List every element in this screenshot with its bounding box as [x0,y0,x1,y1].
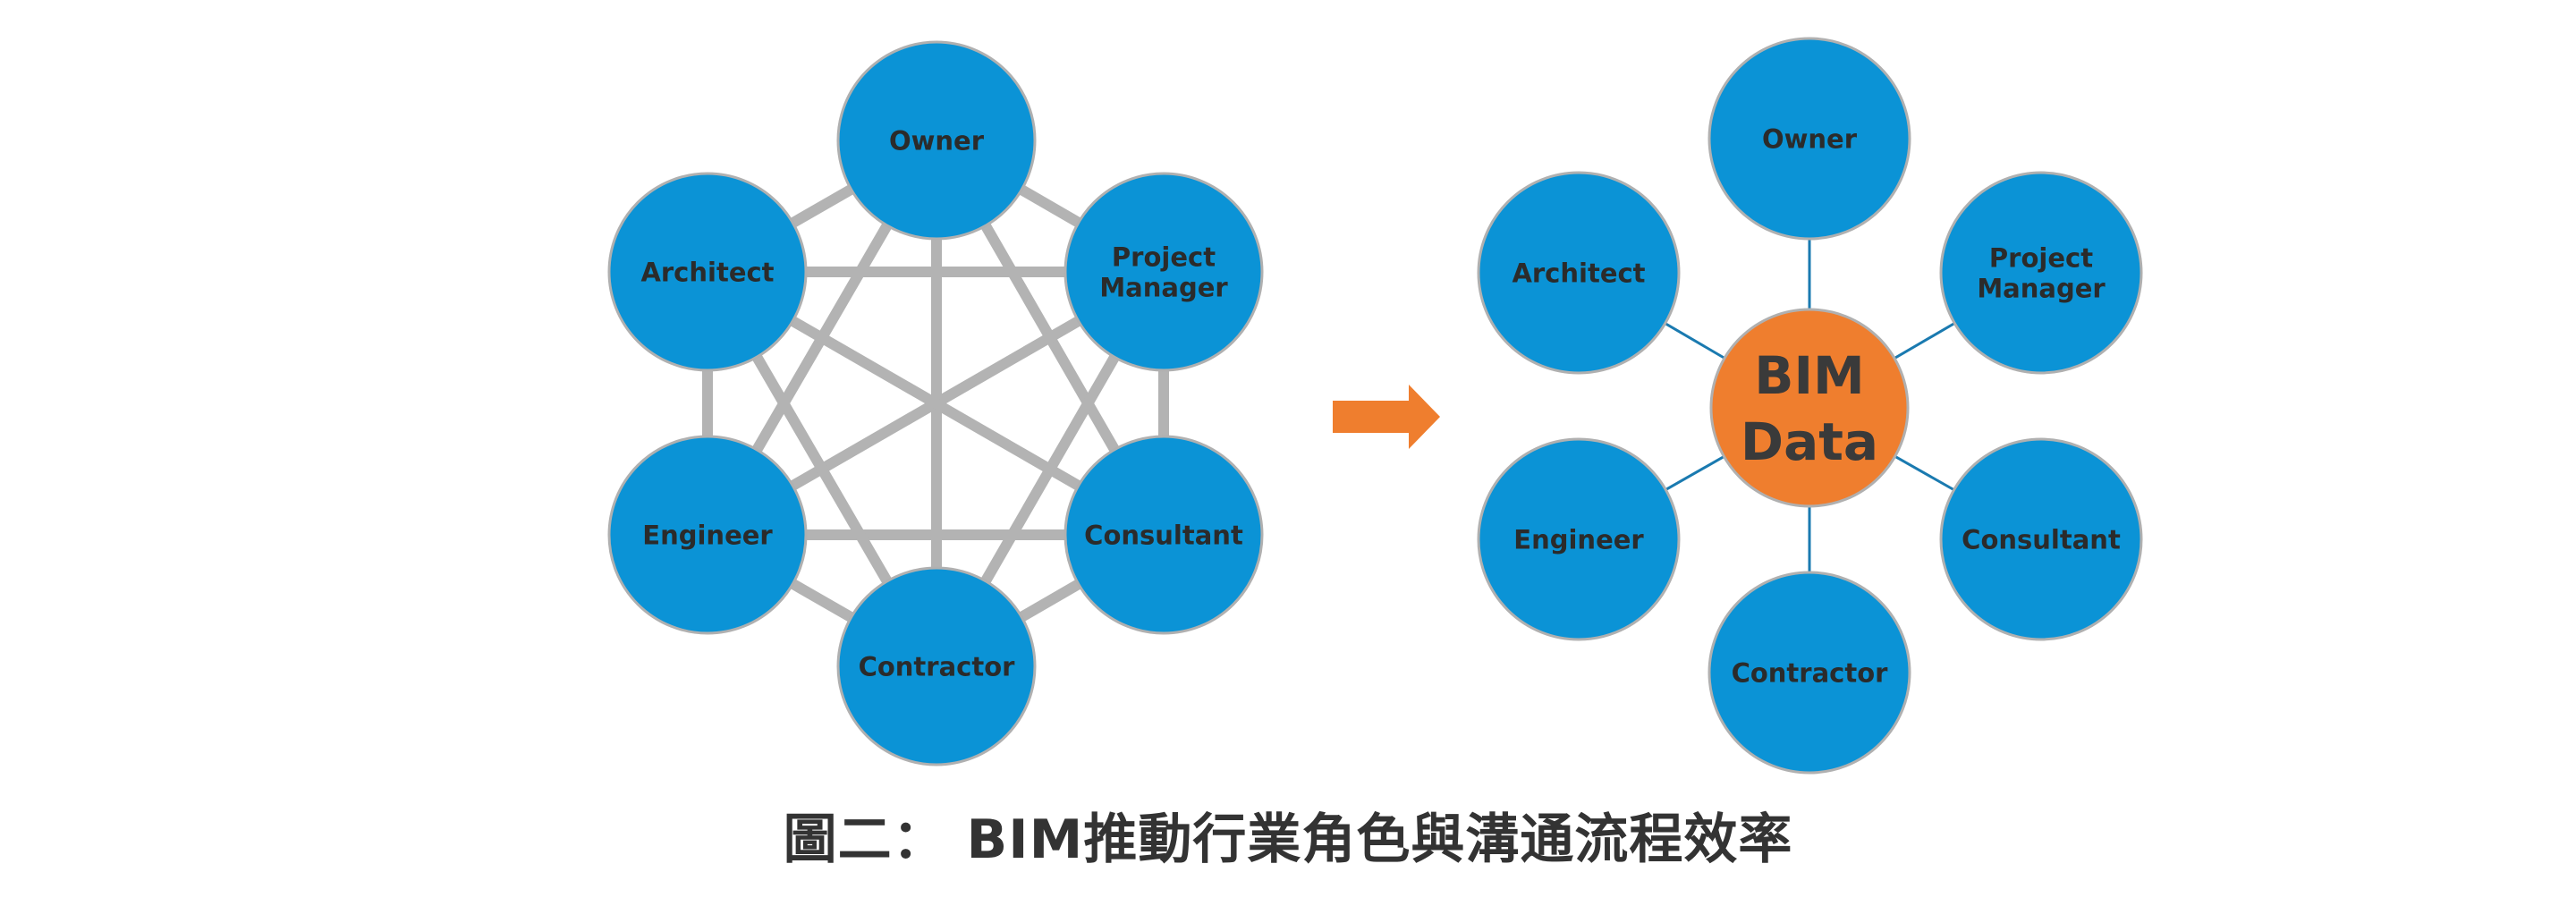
left-node-owner-circle [836,40,1037,241]
left-node-project-manager-circle [1063,172,1264,372]
right-node-architect: Architect [1477,171,1681,375]
left-node-owner: Owner [836,40,1037,241]
left-node-engineer-label: Engineer [642,520,773,550]
hub-bim-data-circle [1709,308,1910,508]
right-node-project-manager-label: Manager [1977,273,2106,303]
right-node-owner-label: Owner [1762,123,1858,154]
right-node-owner-circle [1707,37,1911,241]
left-node-contractor-circle [836,566,1037,766]
right-node-engineer: Engineer [1477,437,1681,641]
figure-caption: 圖二： BIM推動行業角色與溝通流程效率 [783,809,1793,871]
right-node-architect-circle [1477,171,1681,375]
left-node-engineer: Engineer [607,435,808,635]
arrow-right-icon [1333,385,1440,449]
right-node-engineer-label: Engineer [1513,524,1644,555]
hub-bim-data-label: Data [1741,411,1878,472]
right-node-consultant-circle [1939,437,2143,641]
right-node-engineer-circle [1477,437,1681,641]
connection-contractor-architect [749,348,895,590]
right-node-owner: Owner [1707,37,1911,241]
right-node-project-manager-label: Project [1989,242,2093,273]
right-node-consultant-label: Consultant [1962,524,2121,555]
left-node-project-manager-label: Project [1112,241,1216,272]
left-node-architect-label: Architect [640,257,774,287]
left-node-architect: Architect [607,172,808,372]
right-node-contractor: Contractor [1707,571,1911,775]
left-node-consultant: Consultant [1063,435,1264,635]
hub-bim-data-label: BIM [1754,345,1865,406]
right-node-contractor-label: Contractor [1732,657,1889,688]
left-node-architect-circle [607,172,808,372]
left-node-consultant-label: Consultant [1084,520,1243,550]
connection-consultant-architect [784,312,1088,495]
right-node-architect-label: Architect [1512,258,1645,288]
left-node-contractor-label: Contractor [859,651,1016,682]
right-node-contractor-circle [1707,571,1911,775]
left-node-contractor: Contractor [836,566,1037,766]
right-node-project-manager-circle [1939,171,2143,375]
transition-arrow-icon [1333,385,1440,449]
left-node-consultant-circle [1063,435,1264,635]
left-node-owner-label: Owner [889,125,985,156]
left-node-engineer-circle [607,435,808,635]
right-node-consultant: Consultant [1939,437,2143,641]
left-node-project-manager-label: Manager [1099,272,1228,302]
